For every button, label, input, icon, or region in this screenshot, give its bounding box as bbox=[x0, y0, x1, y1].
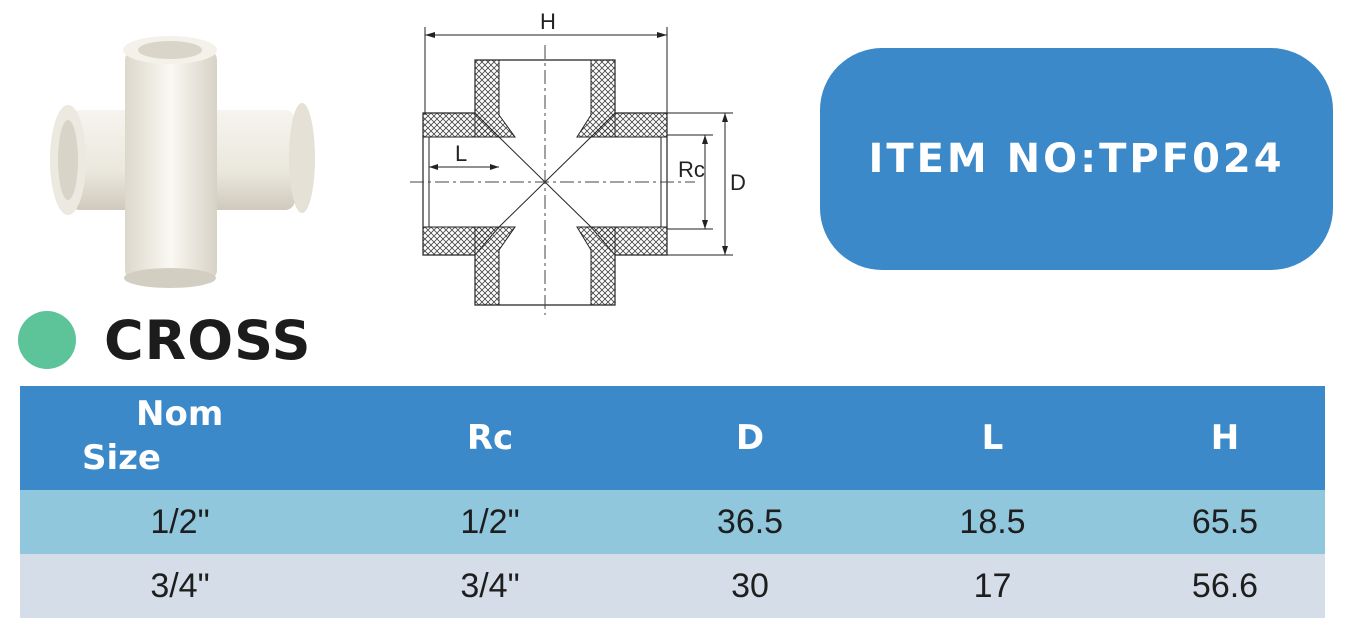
cell-nom: 3/4" bbox=[150, 566, 210, 605]
item-number-box: ITEM NO:TPF024 bbox=[820, 48, 1333, 270]
bullet-dot bbox=[18, 311, 76, 369]
cell-d: 36.5 bbox=[716, 502, 784, 541]
header-l: L bbox=[981, 418, 1004, 458]
header-h: H bbox=[1210, 418, 1240, 458]
header-nom-size: Nom Size bbox=[20, 386, 340, 490]
cell-nom: 1/2" bbox=[150, 502, 210, 541]
dim-label-rc: Rc bbox=[678, 157, 705, 182]
dim-label-l: L bbox=[455, 141, 467, 166]
header-rc: Rc bbox=[466, 418, 514, 458]
cell-rc: 1/2" bbox=[460, 502, 520, 541]
table-header: Nom Size Rc D L H bbox=[20, 386, 1325, 490]
dim-label-h: H bbox=[540, 9, 556, 34]
header-nom-line2: Size bbox=[82, 438, 161, 478]
cell-l: 18.5 bbox=[959, 502, 1026, 541]
cell-rc: 3/4" bbox=[460, 566, 520, 605]
cell-d: 30 bbox=[731, 566, 769, 605]
table-row: 1/2" 1/2" 36.5 18.5 65.5 bbox=[20, 490, 1325, 554]
product-title-row: CROSS bbox=[18, 305, 311, 375]
cell-l: 17 bbox=[973, 566, 1012, 605]
product-photo bbox=[40, 30, 320, 290]
product-title: CROSS bbox=[104, 308, 312, 372]
technical-drawing: H L Rc D bbox=[395, 5, 765, 315]
header-d: D bbox=[735, 418, 765, 458]
table-row: 3/4" 3/4" 30 17 56.6 bbox=[20, 554, 1325, 618]
item-number: ITEM NO:TPF024 bbox=[868, 136, 1285, 182]
spec-table: Nom Size Rc D L H 1/2" 1/2" 36.5 18.5 65… bbox=[20, 386, 1325, 618]
cell-h: 56.6 bbox=[1191, 566, 1259, 605]
header-nom-line1: Nom bbox=[136, 394, 224, 434]
cell-h: 65.5 bbox=[1191, 502, 1259, 541]
dim-label-d: D bbox=[730, 170, 746, 195]
